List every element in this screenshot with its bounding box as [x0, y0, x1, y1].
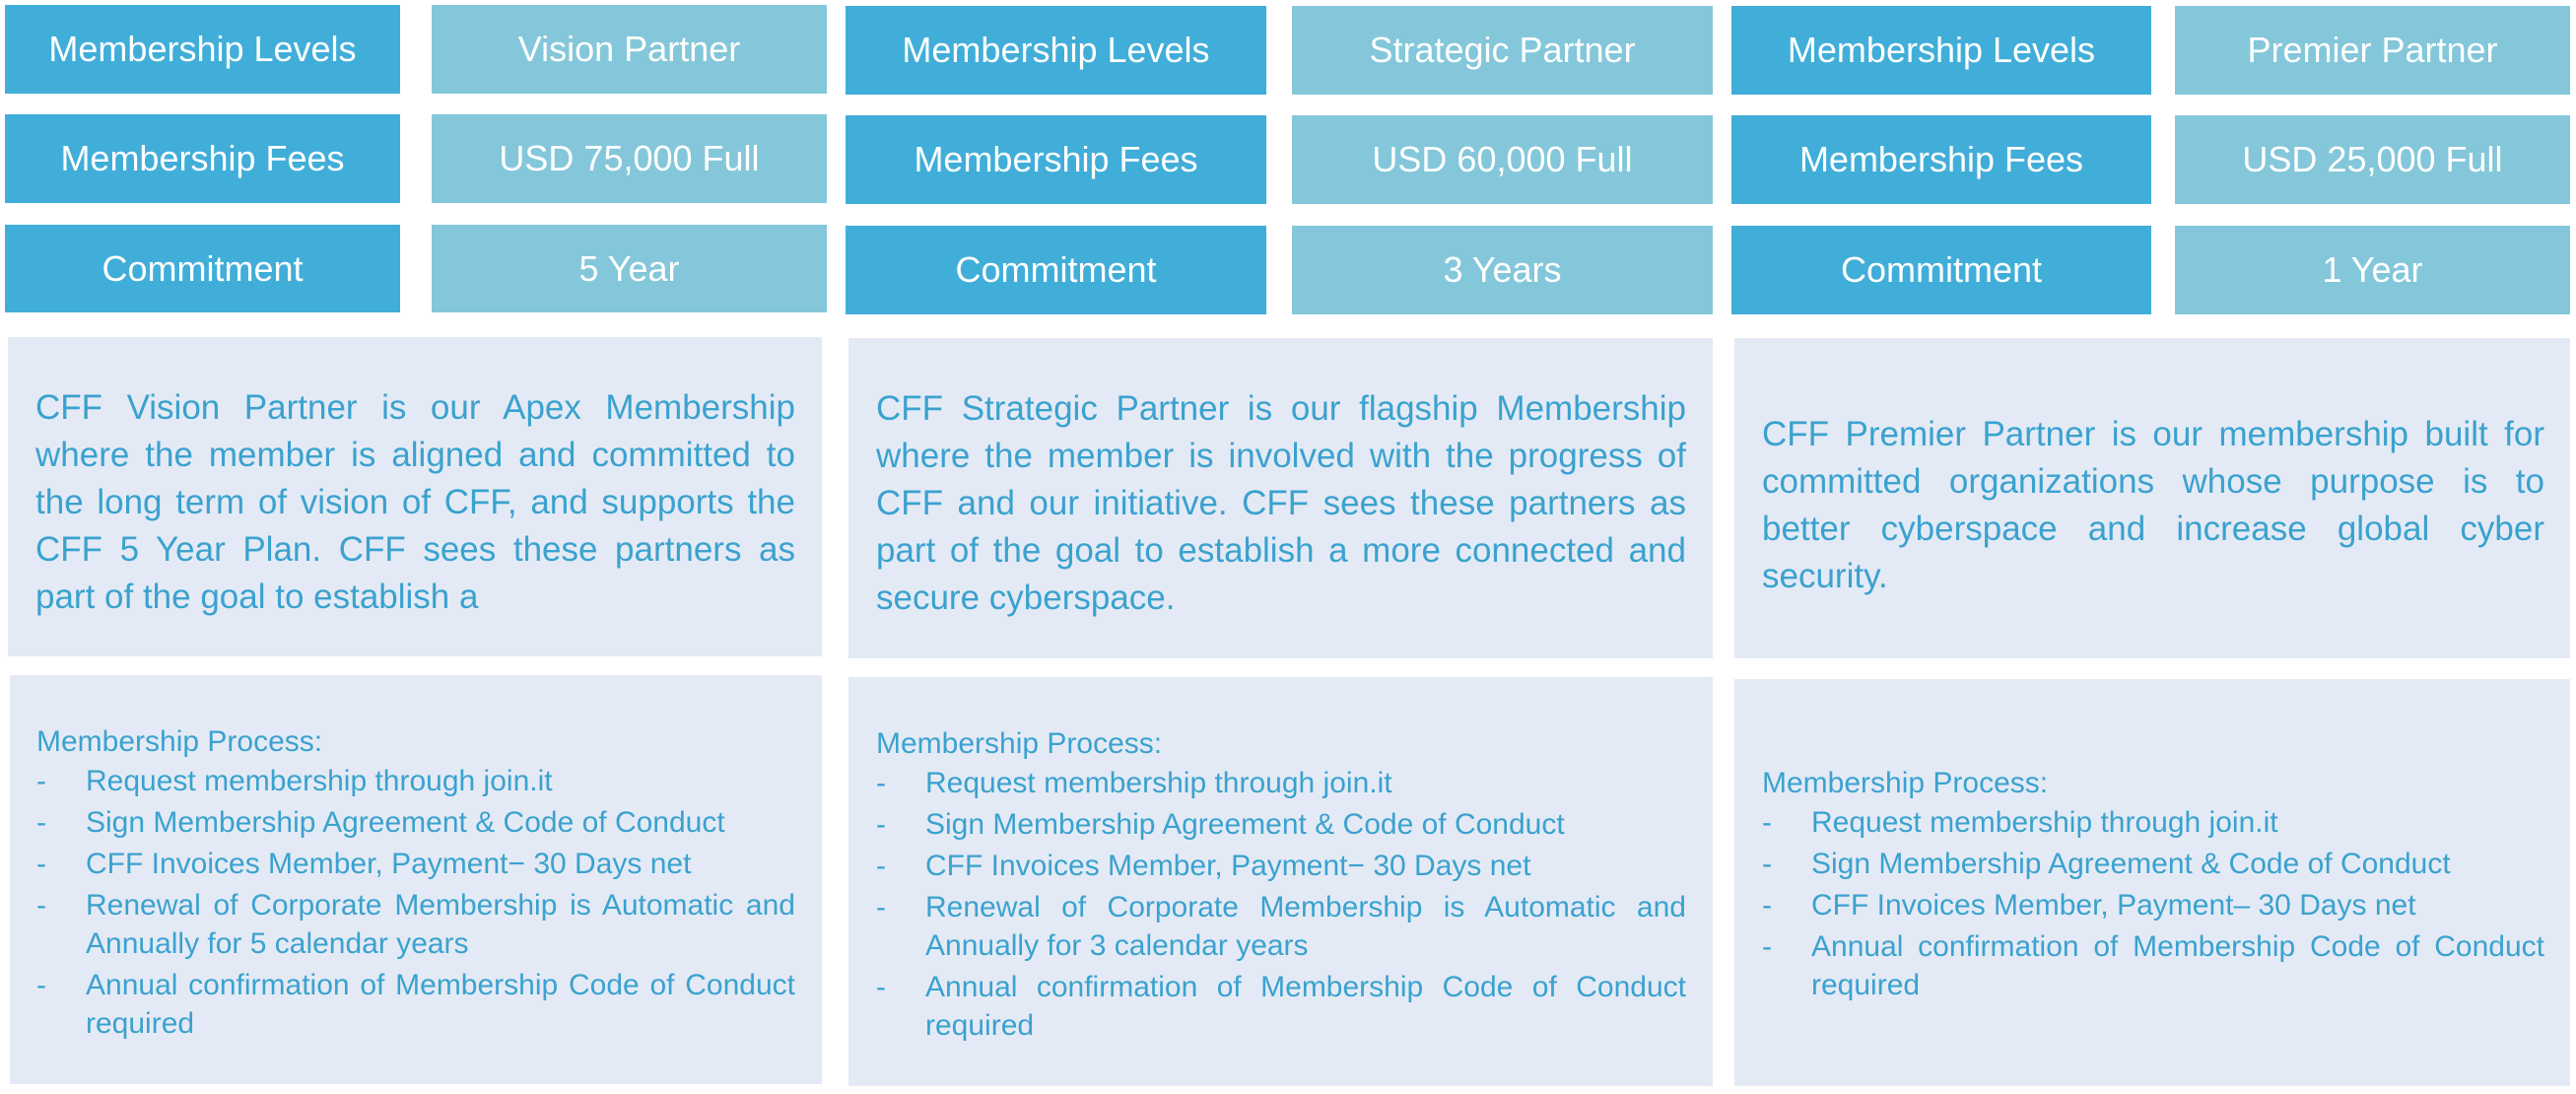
membership-level-value: Strategic Partner	[1292, 6, 1713, 95]
membership-fees-label: Membership Fees	[1731, 115, 2151, 204]
process-step-text: Renewal of Corporate Membership is Autom…	[925, 891, 1686, 962]
process-step: - Annual confirmation of Membership Code …	[36, 966, 795, 1043]
membership-levels-label: Membership Levels	[5, 5, 400, 94]
membership-process-title: Membership Process:	[36, 725, 323, 758]
commitment-value: 5 Year	[432, 225, 827, 312]
membership-level-value: Vision Partner	[432, 5, 827, 94]
process-step: - Sign Membership Agreement & Code of Con…	[36, 803, 795, 842]
dash-marker: -	[1762, 889, 1772, 922]
dash-marker: -	[876, 808, 886, 841]
description-text: CFF Strategic Partner is our flagship Me…	[876, 389, 1686, 617]
description-text: CFF Premier Partner is our membership bu…	[1762, 415, 2544, 595]
dash-marker: -	[36, 889, 46, 922]
process-step: - Renewal of Corporate Membership is Auto…	[36, 886, 795, 963]
process-step: - Sign Membership Agreement & Code of Con…	[876, 805, 1686, 844]
description-box: CFF Vision Partner is our Apex Membershi…	[8, 337, 822, 656]
process-step-text: CFF Invoices Member, Payment– 30 Days ne…	[1811, 889, 2416, 922]
membership-process-box: Membership Process: - Request membership …	[10, 675, 822, 1084]
dash-marker: -	[1762, 930, 1772, 963]
commitment-label: Commitment	[5, 225, 400, 312]
dash-marker: -	[876, 891, 886, 923]
membership-process-steps: - Request membership through join.it - Sig…	[1762, 803, 2544, 1004]
membership-process-box: Membership Process: - Request membership …	[848, 677, 1713, 1086]
dash-marker: -	[36, 848, 46, 880]
dash-marker: -	[1762, 848, 1772, 880]
process-step-text: Renewal of Corporate Membership is Autom…	[86, 889, 795, 960]
dash-marker: -	[1762, 806, 1772, 839]
membership-fees-value: USD 75,000 Full	[432, 114, 827, 203]
process-step: - Request membership through join.it	[36, 762, 795, 800]
dash-marker: -	[36, 806, 46, 839]
commitment-value: 3 Years	[1292, 226, 1713, 314]
process-step-text: Request membership through join.it	[925, 767, 1392, 799]
process-step: - Renewal of Corporate Membership is Auto…	[876, 888, 1686, 965]
process-step: - CFF Invoices Member, Payment− 30 Days n…	[36, 845, 795, 883]
dash-marker: -	[876, 971, 886, 1003]
membership-levels-label: Membership Levels	[846, 6, 1266, 95]
process-step: - Request membership through join.it	[1762, 803, 2544, 842]
dash-marker: -	[876, 850, 886, 882]
process-step-text: CFF Invoices Member, Payment− 30 Days ne…	[86, 848, 692, 880]
description-box: CFF Premier Partner is our membership bu…	[1734, 338, 2570, 658]
process-step-text: Sign Membership Agreement & Code of Cond…	[1811, 848, 2451, 880]
process-step: - Sign Membership Agreement & Code of Con…	[1762, 845, 2544, 883]
process-step-text: CFF Invoices Member, Payment− 30 Days ne…	[925, 850, 1531, 882]
dash-marker: -	[36, 969, 46, 1001]
process-step-text: Annual confirmation of Membership Code o…	[925, 971, 1686, 1042]
process-step-text: Request membership through join.it	[1811, 806, 2278, 839]
process-step-text: Annual confirmation of Membership Code o…	[1811, 930, 2544, 1001]
description-box: CFF Strategic Partner is our flagship Me…	[848, 338, 1713, 658]
process-step-text: Sign Membership Agreement & Code of Cond…	[925, 808, 1565, 841]
membership-fees-value: USD 25,000 Full	[2175, 115, 2570, 204]
description-text: CFF Vision Partner is our Apex Membershi…	[35, 388, 795, 616]
commitment-value: 1 Year	[2175, 226, 2570, 314]
dash-marker: -	[36, 765, 46, 797]
membership-fees-label: Membership Fees	[5, 114, 400, 203]
commitment-label: Commitment	[846, 226, 1266, 314]
process-step: - Request membership through join.it	[876, 764, 1686, 802]
membership-fees-label: Membership Fees	[846, 115, 1266, 204]
process-step-text: Annual confirmation of Membership Code o…	[86, 969, 795, 1040]
process-step: - Annual confirmation of Membership Code …	[1762, 927, 2544, 1004]
process-step: - Annual confirmation of Membership Code …	[876, 968, 1686, 1045]
membership-process-box: Membership Process: - Request membership …	[1734, 679, 2570, 1086]
dash-marker: -	[876, 767, 886, 799]
commitment-label: Commitment	[1731, 226, 2151, 314]
membership-fees-value: USD 60,000 Full	[1292, 115, 1713, 204]
process-step-text: Request membership through join.it	[86, 765, 553, 797]
process-step: - CFF Invoices Member, Payment− 30 Days n…	[876, 847, 1686, 885]
process-step-text: Sign Membership Agreement & Code of Cond…	[86, 806, 725, 839]
membership-levels-label: Membership Levels	[1731, 6, 2151, 95]
membership-level-value: Premier Partner	[2175, 6, 2570, 95]
membership-process-title: Membership Process:	[876, 727, 1163, 760]
membership-process-steps: - Request membership through join.it - Sig…	[36, 762, 795, 1043]
process-step: - CFF Invoices Member, Payment– 30 Days n…	[1762, 886, 2544, 924]
membership-process-steps: - Request membership through join.it - Sig…	[876, 764, 1686, 1045]
membership-process-title: Membership Process:	[1762, 767, 2049, 799]
